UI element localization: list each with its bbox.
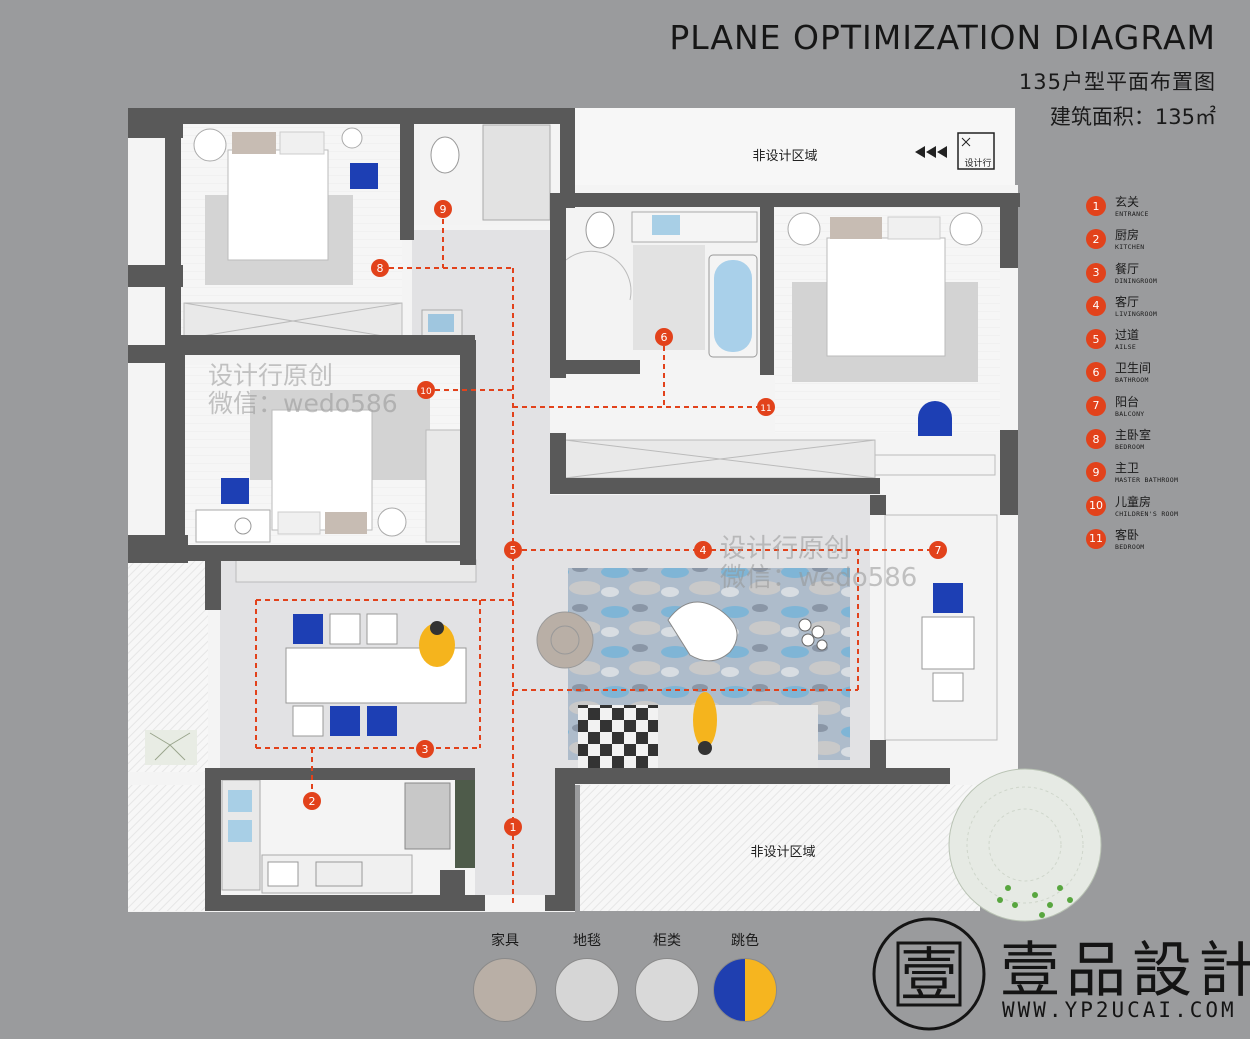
legend-label-cn: 餐厅 xyxy=(1115,261,1140,276)
swatch-rug: 地毯 xyxy=(552,930,622,1022)
room-marker: 9 xyxy=(434,200,452,218)
legend-label-en: BEDROOM xyxy=(1115,443,1145,452)
watermark-center: 设计行原创 微信：wedo586 xyxy=(720,534,918,593)
walls xyxy=(128,108,1020,911)
legend-label-en: BALCONY xyxy=(1115,409,1145,418)
svg-text:1: 1 xyxy=(510,821,517,834)
room-marker: 7 xyxy=(929,541,947,559)
page-subtitle: 135户型平面布置图 xyxy=(1018,70,1216,94)
svg-text:壹: 壹 xyxy=(900,941,958,1009)
circulation-lines xyxy=(255,210,938,905)
legend-number: 10 xyxy=(1086,495,1106,516)
brand-logo-icon: 壹 xyxy=(872,917,986,1031)
legend-label-cn: 主卫 xyxy=(1115,461,1140,476)
watermark-upper: 设计行原创 微信：wedo586 xyxy=(208,361,398,418)
legend-label-en: MASTER BATHROOM xyxy=(1115,476,1179,485)
room-marker: 10 xyxy=(417,381,435,399)
room-marker: 5 xyxy=(504,541,522,559)
legend-label-en: KITCHEN xyxy=(1115,243,1145,252)
legend-label-cn: 客卧 xyxy=(1115,527,1140,542)
svg-text:5: 5 xyxy=(510,544,517,557)
room-marker: 1 xyxy=(504,818,522,836)
legend-label-cn: 过道 xyxy=(1115,328,1140,343)
legend-label-cn: 主卧室 xyxy=(1115,428,1152,443)
legend-label-cn: 厨房 xyxy=(1115,228,1140,243)
building-area: 建筑面积：135㎡ xyxy=(1049,105,1216,129)
room-marker: 11 xyxy=(757,398,775,416)
legend-number: 8 xyxy=(1086,429,1106,450)
legend-label-en: AILSE xyxy=(1115,343,1137,352)
legend-label-cn: 卫生间 xyxy=(1115,361,1152,376)
svg-text:设计行: 设计行 xyxy=(964,157,991,169)
brand-block: 壹 壹品設計 WWW.YP2UCAI.COM xyxy=(870,910,1250,1031)
legend-label-en: BEDROOM xyxy=(1115,542,1145,551)
legend-number: 11 xyxy=(1086,528,1106,549)
non-design-area-bottom xyxy=(580,785,980,911)
page-title: PLANE OPTIMIZATION DIAGRAM xyxy=(669,18,1216,57)
non-design-label-bottom: 非设计区域 xyxy=(750,845,815,860)
svg-text:6: 6 xyxy=(661,331,668,344)
room-marker: 8 xyxy=(371,259,389,277)
legend-number: 9 xyxy=(1086,462,1106,483)
svg-text:2: 2 xyxy=(309,795,316,808)
svg-text:8: 8 xyxy=(377,262,384,275)
legend-label-cn: 儿童房 xyxy=(1115,494,1152,509)
swatch-cabinet: 柜类 xyxy=(632,930,702,1022)
legend-label-en: DININGROOM xyxy=(1115,276,1158,285)
svg-text:7: 7 xyxy=(935,544,942,557)
legend-label-cn: 阳台 xyxy=(1115,394,1140,409)
room-marker: 2 xyxy=(303,792,321,810)
svg-text:9: 9 xyxy=(440,203,447,216)
legend-number: 7 xyxy=(1086,395,1106,416)
person-figure xyxy=(693,692,717,748)
direction-marker: 设计行 xyxy=(915,132,995,170)
svg-text:10: 10 xyxy=(420,387,432,397)
legend-label-en: LIVINGROOM xyxy=(1115,309,1158,318)
tree-decoration xyxy=(948,768,1102,922)
legend-label-cn: 玄关 xyxy=(1115,195,1140,209)
room-marker: 6 xyxy=(655,328,673,346)
legend-number: 4 xyxy=(1086,295,1106,316)
non-design-label-top: 非设计区域 xyxy=(752,149,817,164)
brand-url: WWW.YP2UCAI.COM xyxy=(1002,998,1237,1022)
legend-number: 3 xyxy=(1086,262,1106,283)
swatch-furniture: 家具 xyxy=(470,930,540,1022)
legend-label-en: CHILDREN'S ROOM xyxy=(1115,509,1179,518)
room-marker: 3 xyxy=(416,740,434,758)
legend-label-en: BATHROOM xyxy=(1115,376,1149,385)
legend-number: 5 xyxy=(1086,329,1106,350)
legend-number: 6 xyxy=(1086,362,1106,383)
room-marker: 4 xyxy=(694,541,712,559)
legend-number: 2 xyxy=(1086,229,1106,250)
material-swatches: 家具 地毯 柜类 跳色 xyxy=(470,930,790,1025)
legend-number: 1 xyxy=(1086,196,1106,216)
svg-text:3: 3 xyxy=(422,743,429,756)
legend-label-en: ENTRANCE xyxy=(1115,210,1149,218)
svg-text:4: 4 xyxy=(700,544,707,557)
room-markers: 1 2 3 4 5 6 7 8 9 10 11 xyxy=(303,200,947,836)
plant-decoration xyxy=(145,730,197,765)
brand-name: 壹品設計 xyxy=(1000,936,1250,1006)
legend-label-cn: 客厅 xyxy=(1115,294,1140,309)
svg-text:11: 11 xyxy=(760,404,771,414)
swatch-accent: 跳色 xyxy=(710,930,780,1022)
